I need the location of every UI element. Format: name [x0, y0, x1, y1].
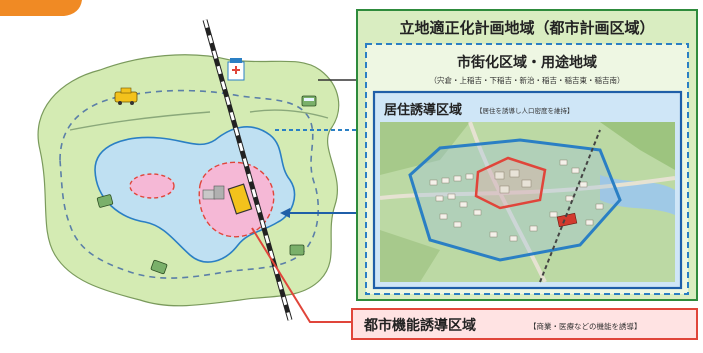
residential-note: 【居住を誘導し人口密度を維持】	[476, 106, 574, 115]
building-icon	[202, 185, 225, 200]
urban-function-note: 【商業・医療などの機能を誘導】	[529, 321, 642, 331]
urbanization-boundary	[59, 89, 320, 279]
hospital-icon	[227, 58, 245, 81]
residential-title: 居住誘導区域	[384, 102, 462, 118]
urban-function-zone-outline	[474, 156, 547, 210]
bus-icon	[150, 259, 168, 275]
urbanization-subtitle: （宍倉・上稲吉・下稲吉・新治・稲吉・稲吉東・稲吉南）	[430, 75, 625, 85]
bus-icon	[289, 244, 305, 256]
sub-center-zone	[129, 173, 175, 199]
bus-icon	[96, 194, 114, 208]
railway-line	[202, 19, 293, 321]
urban-function-box	[351, 308, 698, 340]
urbanization-title: 市街化区域・用途地域	[457, 54, 597, 71]
urban-function-title: 都市機能誘導区域	[363, 317, 476, 334]
road	[249, 109, 329, 119]
town-illustration	[379, 121, 676, 283]
corner-tab	[0, 0, 82, 16]
connector-urban-function-red	[251, 227, 352, 323]
planning-area-title: 立地適正化計画地域（都市計画区域）	[399, 19, 654, 37]
center-facility-marker	[227, 183, 253, 215]
bus-icon	[301, 95, 317, 107]
taxi-icon	[114, 87, 138, 105]
road	[69, 111, 211, 131]
city-map	[37, 19, 340, 321]
arrow-head	[280, 208, 290, 218]
residential-zone-outline	[408, 138, 622, 262]
